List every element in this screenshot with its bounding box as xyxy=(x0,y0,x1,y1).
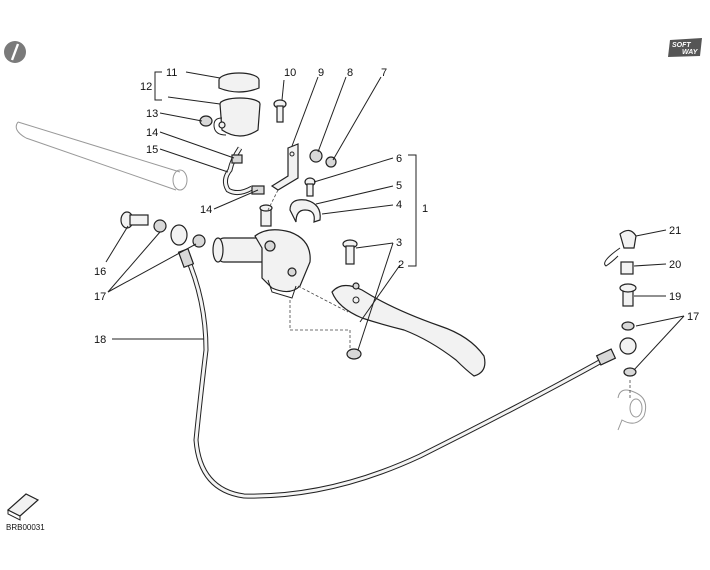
callout-7: 7 xyxy=(381,67,387,79)
reservoir-bracket xyxy=(270,143,299,191)
assembly-lines xyxy=(267,189,631,400)
master-cylinder-body xyxy=(212,229,311,299)
callout-numbers: 11 12 13 14 15 10 9 8 7 6 5 4 1 3 2 14 1… xyxy=(94,67,699,346)
bracket-nut xyxy=(309,149,337,168)
reference-book-icon xyxy=(6,493,40,521)
svg-text:SOFT: SOFT xyxy=(672,42,691,49)
reservoir-hose xyxy=(222,146,265,196)
callout-8: 8 xyxy=(347,67,353,79)
diagram-code: BRB00031 xyxy=(6,523,45,532)
lever-washer xyxy=(346,348,362,360)
clutch-lever xyxy=(331,282,486,377)
callout-18: 18 xyxy=(94,334,106,346)
callout-15: 15 xyxy=(146,144,158,156)
callout-20: 20 xyxy=(669,259,681,271)
bolt-10 xyxy=(273,99,287,123)
slave-fittings xyxy=(604,229,647,431)
callout-14-lower: 14 xyxy=(200,204,212,216)
callout-6: 6 xyxy=(396,153,402,165)
callout-1: 1 xyxy=(422,203,428,215)
hose-fitting xyxy=(259,204,273,227)
callout-21: 21 xyxy=(669,225,681,237)
callout-4: 4 xyxy=(396,199,402,211)
callout-10: 10 xyxy=(284,67,296,79)
callout-16: 16 xyxy=(94,266,106,278)
callout-19: 19 xyxy=(669,291,681,303)
handlebar-clamp xyxy=(289,199,321,223)
callout-leaders xyxy=(105,71,685,371)
svg-text:WAY: WAY xyxy=(682,49,699,56)
reservoir-cap xyxy=(218,72,260,93)
clutch-hose xyxy=(177,248,617,499)
callout-9: 9 xyxy=(318,67,324,79)
callout-17-left: 17 xyxy=(94,291,106,303)
bleed-screw xyxy=(342,239,358,265)
callout-11: 11 xyxy=(166,67,177,79)
softway-logo: SOFT WAY xyxy=(668,38,702,57)
reservoir xyxy=(213,97,261,137)
bolt-6 xyxy=(304,177,316,197)
section-badge-icon xyxy=(4,41,26,63)
callout-3: 3 xyxy=(396,237,402,249)
banjo-bolt xyxy=(120,211,206,248)
callout-14: 14 xyxy=(146,127,158,139)
callout-13: 13 xyxy=(146,108,158,120)
callout-2: 2 xyxy=(398,259,404,271)
callout-17-right: 17 xyxy=(687,311,699,323)
callout-12: 12 xyxy=(140,81,152,93)
callout-5: 5 xyxy=(396,180,402,192)
handlebar xyxy=(15,121,188,191)
